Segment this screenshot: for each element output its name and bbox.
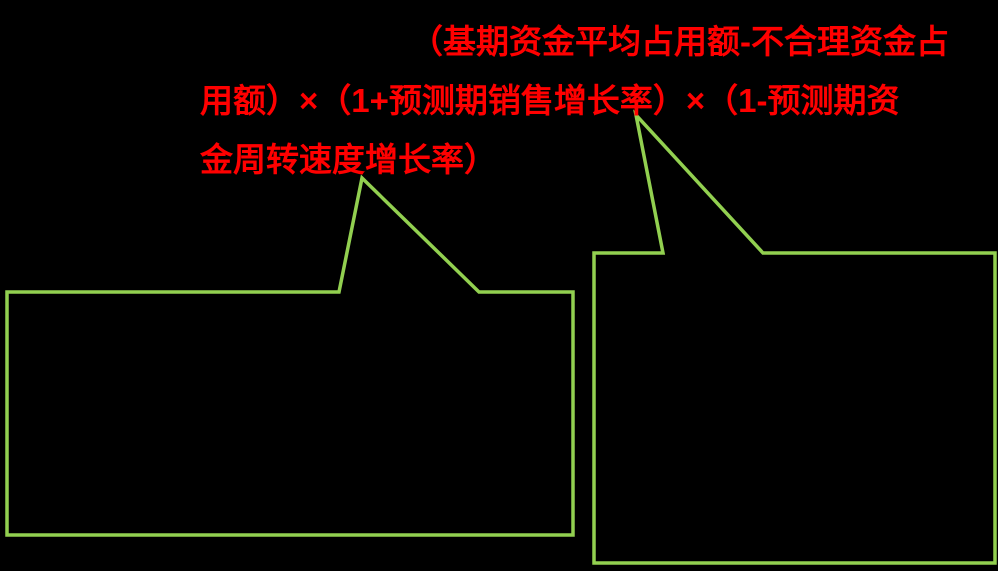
right-callout-shape [592, 109, 997, 565]
left-callout-shape [5, 174, 575, 537]
formula-line-2: 用额）×（1+预测期销售增长率）×（1-预测期资 [200, 82, 900, 119]
formula-line-3: 金周转速度增长率） [200, 141, 497, 178]
formula-line-1: （基期资金平均占用额-不合理资金占 [410, 23, 949, 60]
formula-text: （基期资金平均占用额-不合理资金占 用额）×（1+预测期销售增长率）×（1-预测… [200, 12, 949, 189]
